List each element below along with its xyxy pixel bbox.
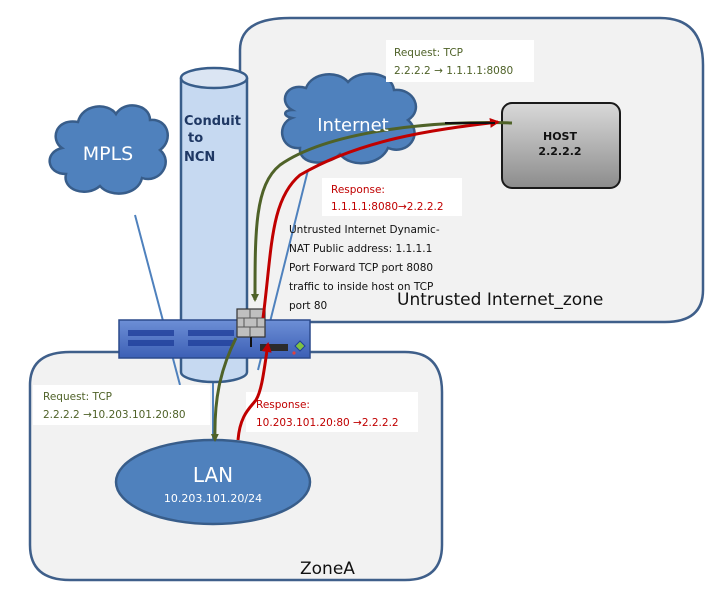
nat-note-line1: Untrusted Internet Dynamic- [289, 224, 440, 236]
mpls-cloud [48, 104, 169, 195]
request-path-host-to-firewall [251, 121, 513, 302]
nat-note-line5: port 80 [289, 300, 327, 312]
zone-a-label: ZoneA [300, 559, 355, 579]
response-outside-line2: 1.1.1.1:8080→2.2.2.2 [331, 201, 444, 213]
request-outside-line1: Request: TCP [394, 47, 463, 59]
request-inside-line2: 2.2.2.2 →10.203.101.20:80 [43, 409, 186, 421]
internet-label: Internet [317, 115, 388, 136]
mpls-label: MPLS [83, 143, 134, 165]
lan-label-line1: LAN [193, 463, 233, 487]
nat-note-line2: NAT Public address: 1.1.1.1 [289, 243, 432, 255]
request-inside-line1: Request: TCP [43, 391, 112, 403]
brick-wall-icon [236, 308, 266, 347]
request-outside-line2: 2.2.2.2 → 1.1.1.1:8080 [394, 65, 513, 77]
nat-note-line3: Port Forward TCP port 8080 [289, 262, 433, 274]
host-node [501, 102, 621, 189]
response-inside-line1: Response: [256, 399, 310, 411]
response-inside-line2: 10.203.101.20:80 →2.2.2.2 [256, 417, 399, 429]
conduit-label-line1: Conduit [184, 114, 241, 129]
conduit-label-line2: to [188, 131, 203, 146]
response-outside-line1: Response: [331, 184, 385, 196]
conduit-label-line3: NCN [184, 150, 215, 165]
host-label-line2: 2.2.2.2 [538, 145, 581, 158]
lan-label-line2: 10.203.101.20/24 [164, 492, 262, 505]
untrusted-zone-label: Untrusted Internet_zone [397, 290, 603, 310]
response-path-lan-to-firewall [236, 342, 272, 441]
response-outside-box [322, 178, 462, 216]
response-inside-box [246, 392, 418, 432]
firewall-appliance [118, 319, 311, 359]
host-label-line1: HOST [543, 130, 577, 143]
response-path-firewall-to-host [261, 117, 500, 319]
request-outside-box [386, 40, 534, 82]
request-inside-box [33, 385, 210, 425]
request-path-firewall-to-lan [210, 337, 238, 442]
conduit-cylinder [179, 66, 249, 384]
nat-note-line4: traffic to inside host on TCP [289, 281, 433, 293]
